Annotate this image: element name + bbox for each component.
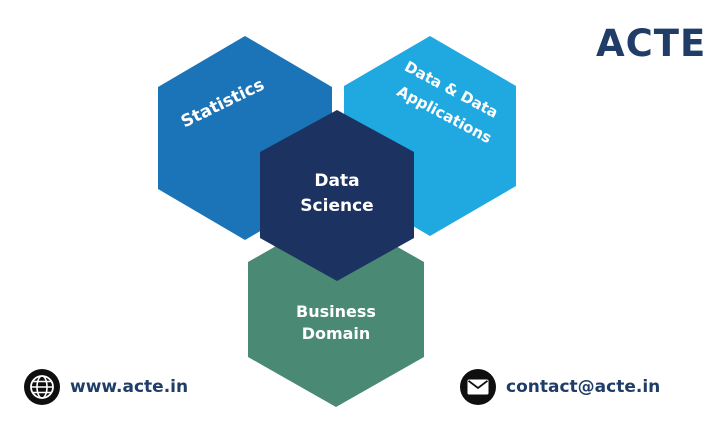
email-contact: contact@acte.in [460,369,660,405]
website-link[interactable]: www.acte.in [70,377,189,397]
mail-icon [460,369,496,405]
hex-data-science [260,110,414,281]
hex-core-label-line1: Data [314,171,359,191]
acte-logo: ACTE [596,22,707,65]
globe-icon [24,369,60,405]
email-link[interactable]: contact@acte.in [506,377,661,397]
hex-business-domain [248,212,424,407]
hex-business-label-line1: Business [296,302,376,321]
hex-core-label-line2: Science [300,196,373,216]
hex-business-label-line2: Domain [302,324,371,343]
website-contact: www.acte.in [24,369,188,405]
